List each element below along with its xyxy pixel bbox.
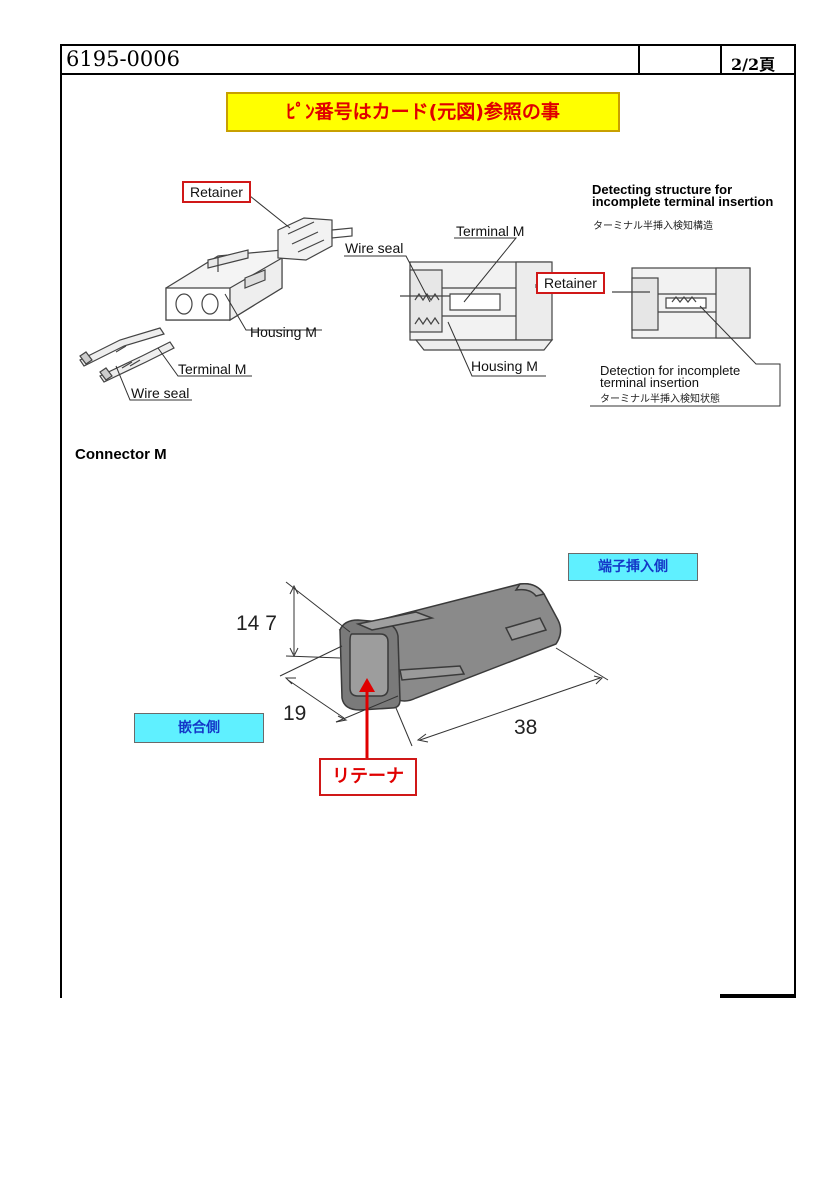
width-dimension: 19 — [283, 702, 307, 725]
terminal-insertion-side-callout: 端子挿入側 — [568, 553, 698, 581]
header-divider-1 — [638, 44, 640, 75]
retainer-label-left: Retainer — [182, 181, 251, 203]
mating-side-callout: 嵌合側 — [134, 713, 264, 743]
detection-title-jp: ターミナル半挿入検知構造 — [593, 221, 713, 232]
detection-view-drawing — [612, 267, 751, 339]
length-dimension: 38 — [514, 716, 538, 739]
height-dimension: 14 7 — [236, 612, 277, 635]
bottom-right-bar — [720, 994, 796, 998]
right-border — [794, 74, 796, 998]
terminal-label-mid: Terminal M — [456, 223, 525, 239]
terminal-label-left: Terminal M — [178, 361, 247, 377]
page-number: 2/2頁 — [731, 55, 776, 74]
left-border — [60, 74, 62, 998]
housing-label-mid: Housing M — [471, 358, 538, 374]
retainer-label-mid: Retainer — [536, 272, 605, 294]
dimension-lines — [279, 581, 609, 747]
assembly-diagrams — [79, 195, 781, 407]
detection-note-line1: Detection for incomplete — [600, 363, 741, 378]
pin-note-banner: ﾋﾟﾝ番号はカード(元図)参照の事 — [226, 92, 620, 132]
housing-label-left: Housing M — [250, 324, 317, 340]
retainer-arrow — [359, 678, 375, 762]
detection-title-line2: incomplete terminal insertion — [592, 194, 774, 209]
connector-m-drawing — [279, 581, 609, 747]
doc-number: 6195-0006 — [66, 47, 180, 71]
retainer-callout: リテーナ — [319, 758, 417, 796]
exploded-housing-drawing — [79, 217, 353, 383]
right-leader-lines — [590, 305, 781, 407]
left-leader-lines — [115, 195, 322, 401]
detection-note-line2: terminal insertion — [600, 375, 699, 390]
wire-seal-label-left: Wire seal — [131, 385, 190, 401]
detection-title-line1: Detecting structure for — [592, 182, 733, 197]
section-title: Connector M — [75, 446, 167, 463]
header-frame — [60, 44, 796, 75]
detection-note-jp: ターミナル半挿入検知状態 — [600, 394, 720, 405]
wire-seal-label-mid: Wire seal — [345, 240, 404, 256]
section-view-drawing — [400, 261, 554, 351]
header-divider-2 — [720, 44, 722, 75]
